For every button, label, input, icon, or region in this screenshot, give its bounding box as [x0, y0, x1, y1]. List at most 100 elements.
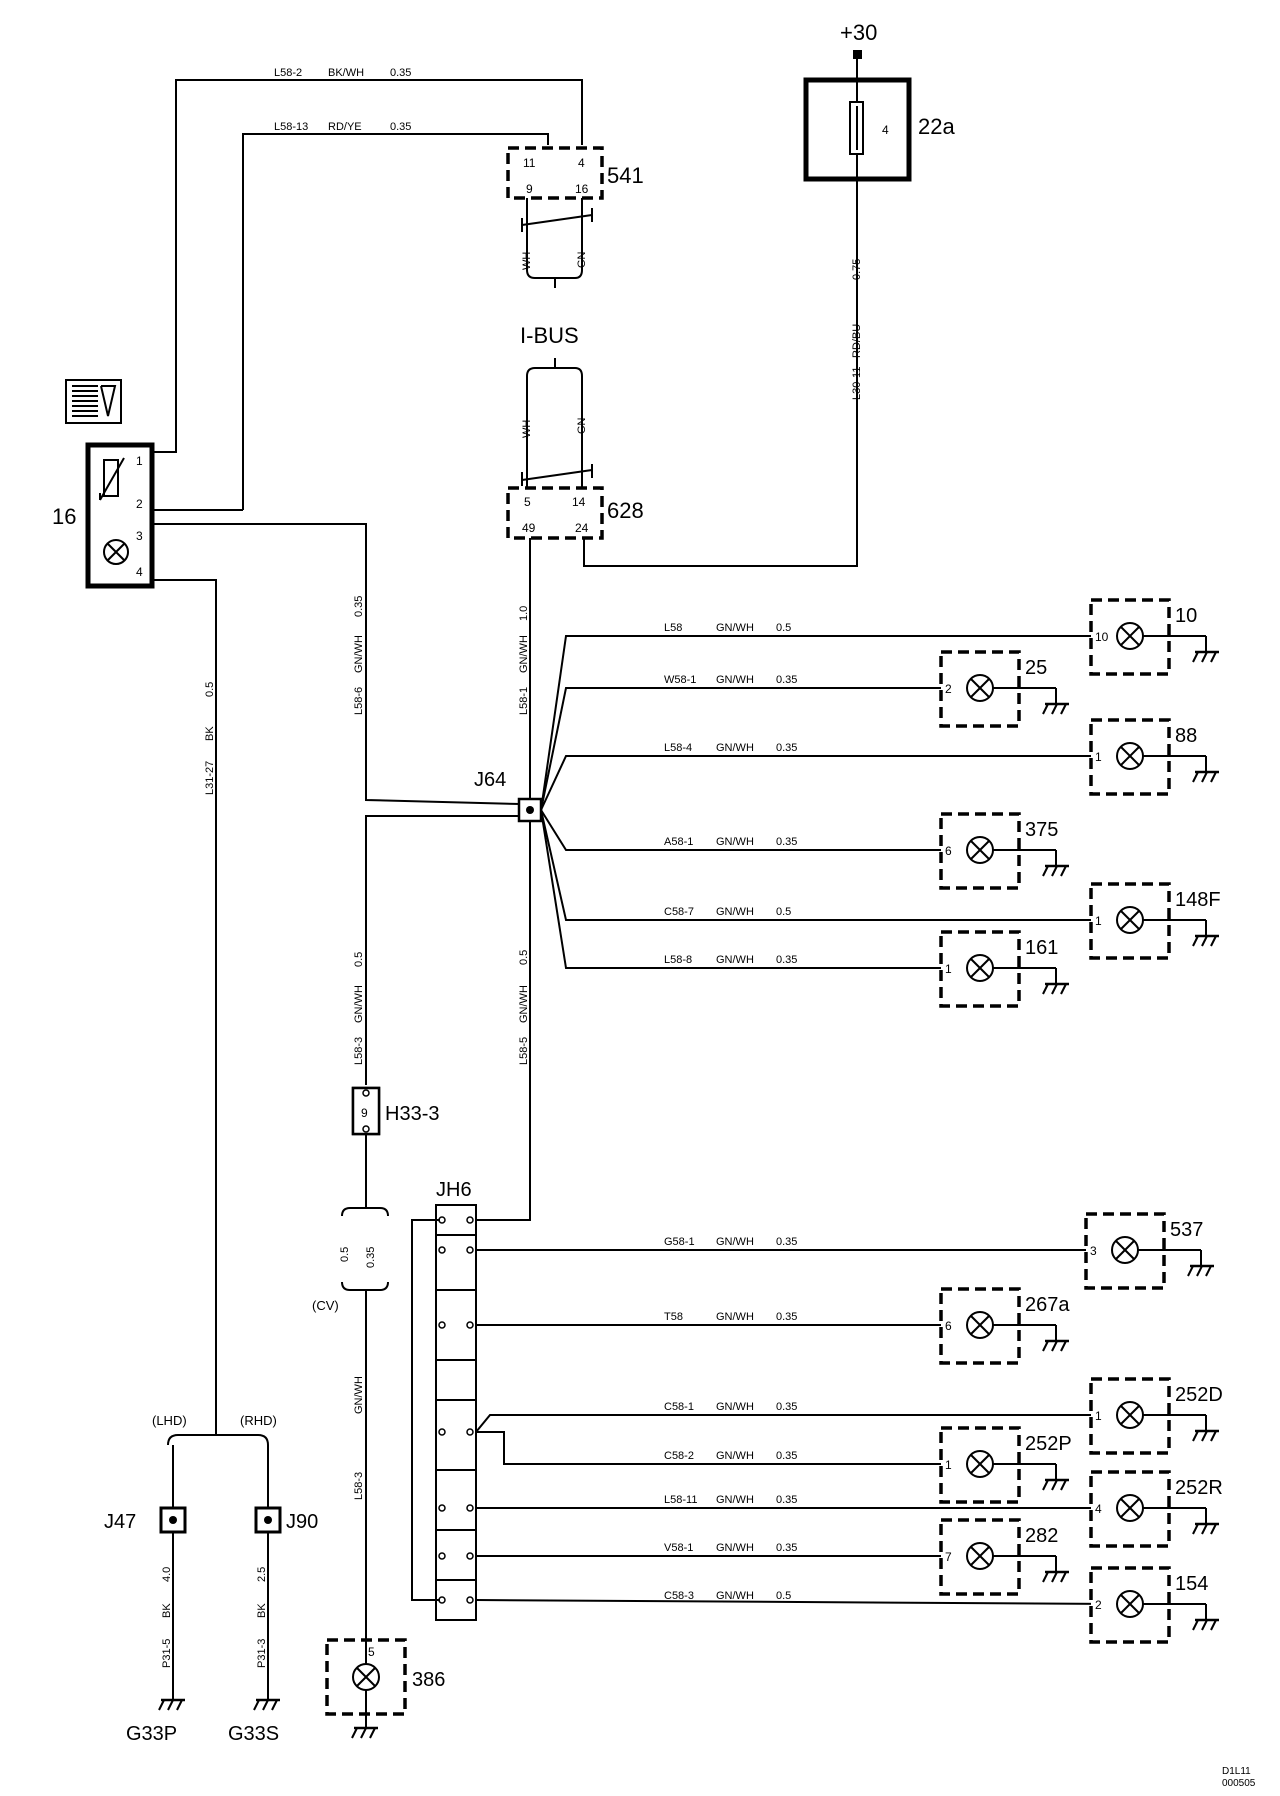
- svg-text:5: 5: [524, 495, 531, 509]
- lamp-252r-ref: 252R: [1175, 1477, 1223, 1499]
- svg-text:4.0: 4.0: [161, 1567, 173, 1582]
- svg-text:4: 4: [578, 156, 585, 170]
- lhd-label: (LHD): [152, 1413, 187, 1428]
- lamp-252r-pin: 4: [1095, 1502, 1102, 1516]
- wire-282-id: V58-1: [664, 1542, 693, 1554]
- lamp-161-pin: 1: [945, 962, 952, 976]
- lamp-267a-ref: 267a: [1025, 1294, 1070, 1316]
- ground-icon-154: [1192, 1618, 1219, 1631]
- wire-to-88: [540, 755, 1117, 811]
- svg-text:1: 1: [136, 454, 143, 468]
- lamp-375-ref: 375: [1025, 819, 1058, 841]
- wire-252p-size: 0.35: [776, 1450, 797, 1462]
- svg-text:2: 2: [136, 497, 143, 511]
- svg-text:BK/WH: BK/WH: [328, 67, 364, 79]
- wire-to-148f: [540, 809, 1117, 921]
- lamp-88-ref: 88: [1175, 725, 1197, 747]
- svg-text:0.5: 0.5: [353, 952, 365, 967]
- ref-16: 16: [52, 504, 76, 529]
- supply-terminal: [853, 50, 862, 59]
- lamp-icon-161: [966, 954, 994, 982]
- ref-386: 386: [412, 1669, 445, 1691]
- svg-text:WH: WH: [521, 252, 533, 270]
- supply-label: +30: [840, 20, 877, 45]
- svg-text:RD/YE: RD/YE: [328, 121, 362, 133]
- wire-537-color: GN/WH: [716, 1236, 754, 1248]
- ref-541: 541: [607, 163, 644, 188]
- lamp-252d-pin: 1: [1095, 1409, 1102, 1423]
- lamp-icon-537: [1111, 1236, 1139, 1264]
- ref-g33s: G33S: [228, 1723, 279, 1745]
- svg-text:1.0: 1.0: [518, 606, 530, 621]
- svg-text:P31-3: P31-3: [256, 1639, 268, 1668]
- wire-537-size: 0.35: [776, 1236, 797, 1248]
- lamp-154-ref: 154: [1175, 1573, 1208, 1595]
- svg-text:0.35: 0.35: [390, 67, 411, 79]
- svg-text:L58-3: L58-3: [353, 1472, 365, 1500]
- connector-541: [506, 146, 604, 200]
- rheostat-symbol: [99, 457, 125, 501]
- wire-282-size: 0.35: [776, 1542, 797, 1554]
- lamp-537-ref: 537: [1170, 1219, 1203, 1241]
- jh6-bridge: [411, 1219, 440, 1601]
- wire-l31-27: [152, 579, 217, 1435]
- connector-628: [506, 486, 604, 540]
- svg-text:L30-11: L30-11: [851, 367, 863, 400]
- lamp-10-pin: 10: [1095, 630, 1109, 644]
- svg-text:0.35: 0.35: [353, 596, 365, 617]
- lamp-icon-148f: [1116, 906, 1144, 934]
- lamp-148f-pin: 1: [1095, 914, 1102, 928]
- wire-l58-3: [365, 815, 520, 1085]
- ref-g33p: G33P: [126, 1723, 177, 1745]
- ground-icon-88: [1192, 770, 1219, 783]
- lamp-252p-ref: 252P: [1025, 1433, 1072, 1455]
- ground-icon-g33p: [158, 1698, 185, 1711]
- i-bus-label: I-BUS: [520, 323, 579, 348]
- rhd-label: (RHD): [240, 1413, 277, 1428]
- lamp-252d-ref: 252D: [1175, 1384, 1223, 1406]
- wire-to-375: [540, 809, 967, 851]
- svg-text:4: 4: [136, 565, 143, 579]
- ref-j90: J90: [286, 1511, 318, 1533]
- ground-icon-148f: [1192, 934, 1219, 947]
- svg-text:GN/WH: GN/WH: [353, 1376, 365, 1414]
- ground-icon-537: [1187, 1264, 1214, 1277]
- wire-10-size: 0.5: [776, 622, 791, 634]
- svg-text:0.35: 0.35: [365, 1247, 377, 1268]
- lamp-161-ref: 161: [1025, 937, 1058, 959]
- svg-text:BK: BK: [256, 1603, 268, 1618]
- lamp-25-pin: 2: [945, 682, 952, 696]
- fuse-ref: 22a: [918, 114, 955, 139]
- wire-to-161: [540, 809, 967, 969]
- lamp-icon-154: [1116, 1590, 1144, 1618]
- fuse-pin: 4: [882, 123, 889, 137]
- cv-label: (CV): [312, 1298, 339, 1313]
- svg-text:0.5: 0.5: [204, 682, 216, 697]
- wire-267a-size: 0.35: [776, 1311, 797, 1323]
- ground-icon-386: [351, 1726, 378, 1739]
- svg-text:L58-6: L58-6: [353, 687, 365, 715]
- svg-text:2.5: 2.5: [256, 1567, 268, 1582]
- lamp-icon-25: [966, 674, 994, 702]
- svg-text:L58-13: L58-13: [274, 121, 308, 133]
- wire-252r-color: GN/WH: [716, 1494, 754, 1506]
- lamp-282-pin: 7: [945, 1550, 952, 1564]
- wire-to-154: [475, 1599, 1118, 1605]
- svg-text:BK: BK: [204, 726, 216, 741]
- lamp-icon-252r: [1116, 1494, 1144, 1522]
- lamp-375-pin: 6: [945, 844, 952, 858]
- wire-148f-size: 0.5: [776, 906, 791, 918]
- dimmer-icon: [72, 385, 117, 417]
- wire-148f-color: GN/WH: [716, 906, 754, 918]
- svg-text:3: 3: [136, 529, 143, 543]
- wire-154-size: 0.5: [776, 1590, 791, 1602]
- svg-text:L58-1: L58-1: [518, 687, 530, 715]
- lamp-537-pin: 3: [1090, 1244, 1097, 1258]
- svg-text:49: 49: [522, 521, 536, 535]
- lamp-267a-pin: 6: [945, 1319, 952, 1333]
- lamp-252p-pin: 1: [945, 1458, 952, 1472]
- svg-text:GN/WH: GN/WH: [353, 985, 365, 1023]
- svg-text:0.5: 0.5: [339, 1247, 351, 1262]
- wire-to-25: [540, 687, 967, 811]
